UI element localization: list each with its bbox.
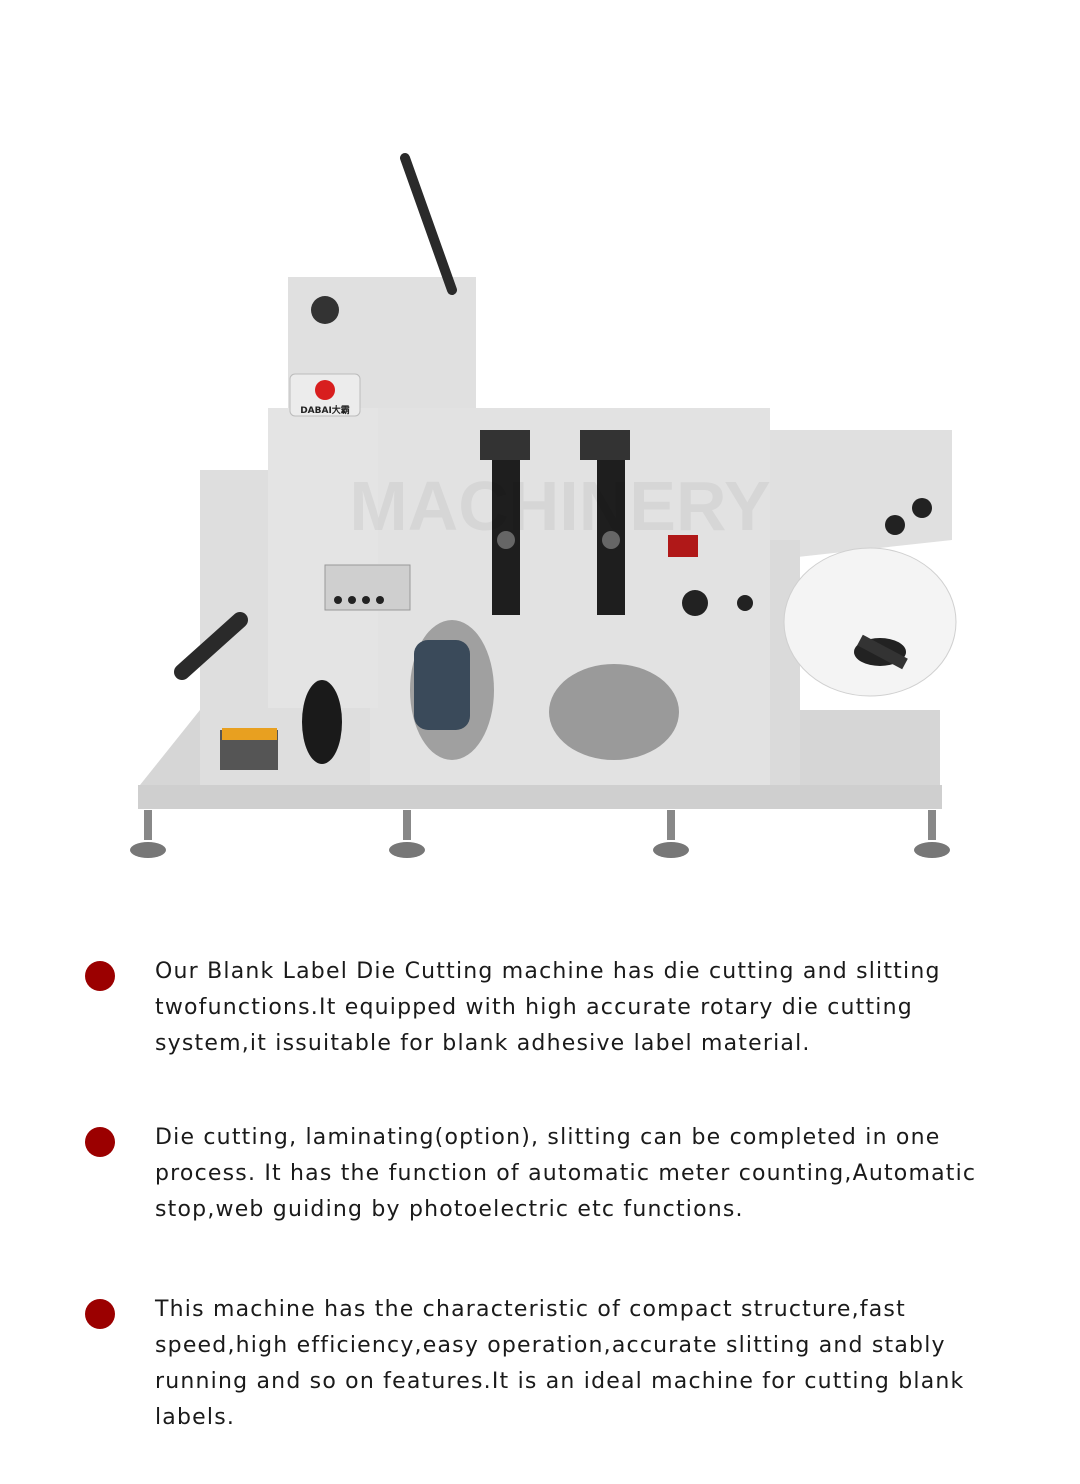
text-line: speed,high efficiency,easy operation,acc… bbox=[155, 1333, 946, 1358]
text-line: twofunctions.It equipped with high accur… bbox=[155, 995, 913, 1020]
unwind-shaft bbox=[174, 612, 248, 680]
feature-text: This machine has the characteristic of c… bbox=[155, 1292, 1055, 1436]
bullet-icon bbox=[85, 1299, 115, 1329]
feature-text: Our Blank Label Die Cutting machine has … bbox=[155, 954, 1055, 1062]
lever-handle bbox=[400, 153, 457, 295]
bullet-icon bbox=[85, 1127, 115, 1157]
svg-text:DABAI大霸: DABAI大霸 bbox=[300, 404, 350, 416]
text-line: labels. bbox=[155, 1405, 236, 1430]
text-line: stop,web guiding by photoelectric etc fu… bbox=[155, 1197, 744, 1222]
leveling-feet bbox=[130, 810, 950, 858]
die-cutting-stations bbox=[480, 430, 630, 615]
machine-base-front bbox=[138, 785, 942, 809]
text-line: Our Blank Label Die Cutting machine has … bbox=[155, 959, 941, 984]
text-line: running and so on features.It is an idea… bbox=[155, 1369, 965, 1394]
feature-text: Die cutting, laminating(option), slittin… bbox=[155, 1120, 1055, 1228]
text-line: This machine has the characteristic of c… bbox=[155, 1297, 906, 1322]
material-roll bbox=[783, 547, 957, 697]
text-line: process. It has the function of automati… bbox=[155, 1161, 977, 1186]
watermark: MACHINERY bbox=[349, 467, 770, 545]
text-line: system,it issuitable for blank adhesive … bbox=[155, 1031, 811, 1056]
text-line: Die cutting, laminating(option), slittin… bbox=[155, 1125, 941, 1150]
motor bbox=[414, 640, 470, 730]
bullet-icon bbox=[85, 961, 115, 991]
machine-frame-right bbox=[770, 430, 952, 560]
frame-cutout bbox=[549, 664, 679, 760]
product-image-label-die-cutting-machine: DABAI大霸 MACHINERY bbox=[130, 153, 957, 858]
